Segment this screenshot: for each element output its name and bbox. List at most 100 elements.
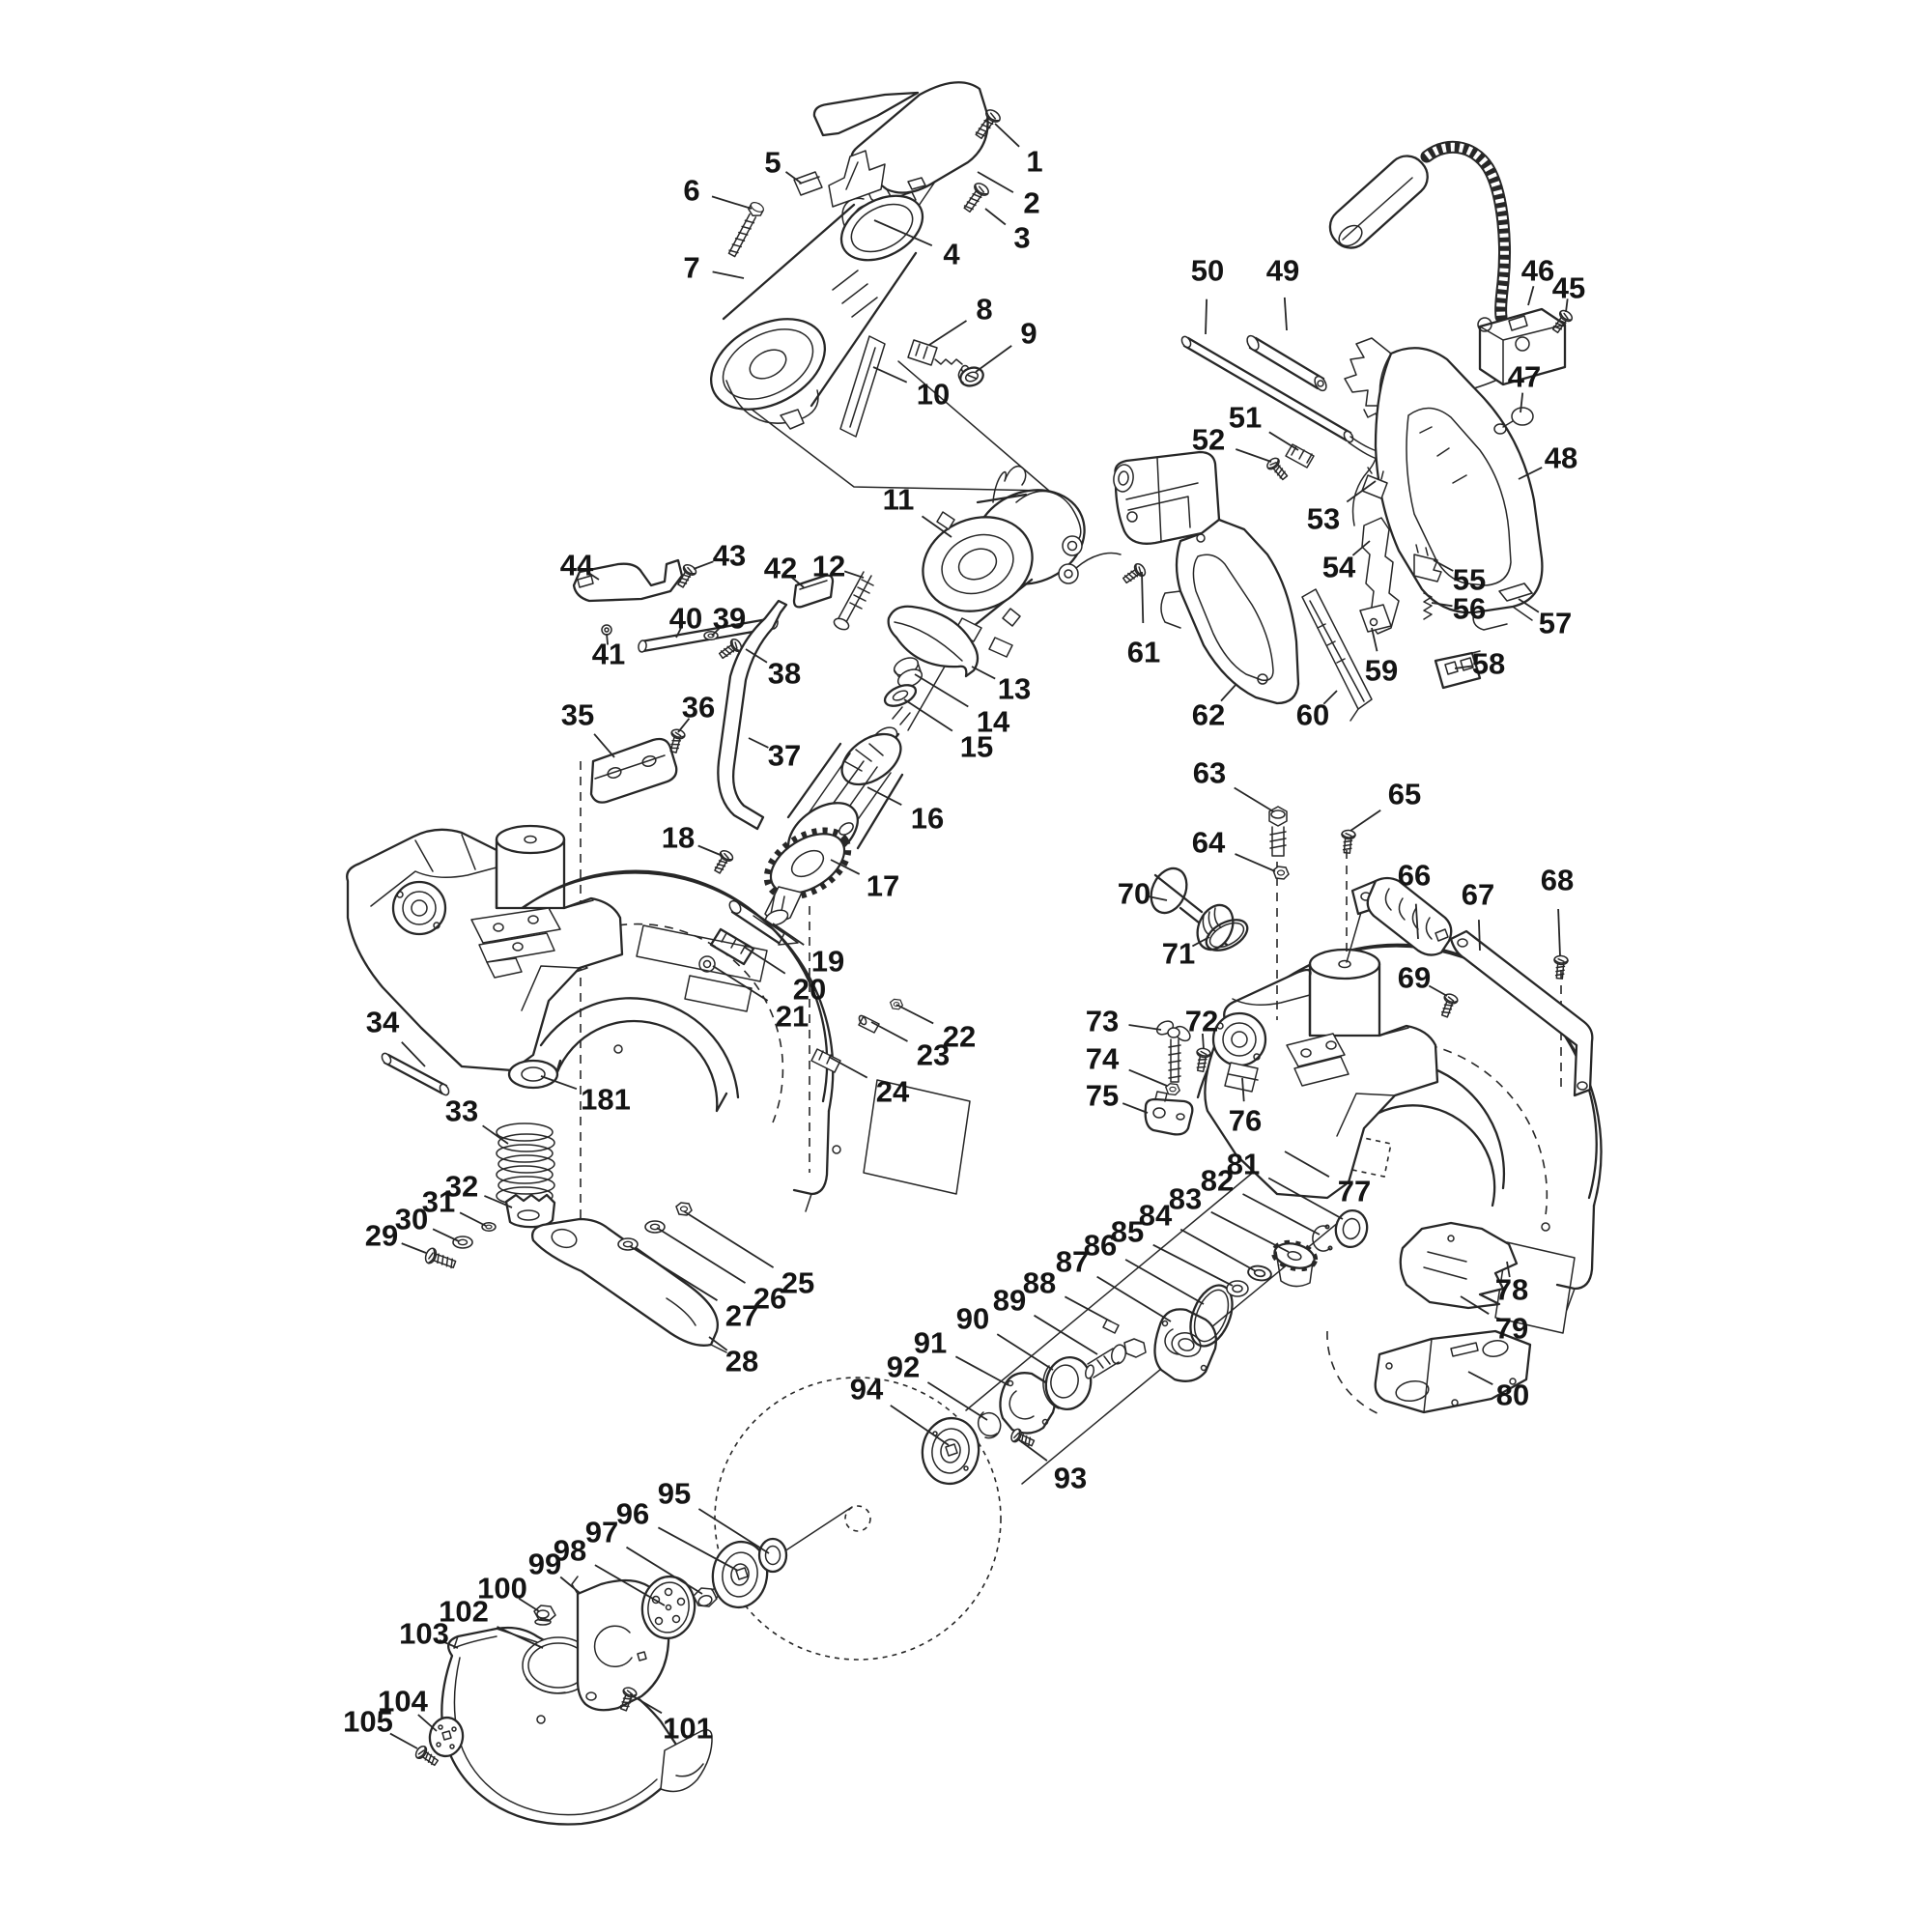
washer-181 [507,1059,559,1090]
part-number-64: 64 [1192,826,1226,860]
part-number-16: 16 [911,802,944,836]
grip-handle-66 [1350,876,1453,956]
part-number-61: 61 [1127,636,1160,669]
leader-line-53 [1346,480,1377,503]
callout-19: 19 [772,923,844,979]
leader-line-82 [1242,1193,1321,1236]
leader-line-22 [895,1004,934,1025]
part-number-53: 53 [1307,502,1340,536]
field-wires [992,466,1082,544]
leader-line-76 [1241,1077,1245,1102]
callout-104: 104 [378,1685,438,1732]
callout-63: 63 [1193,756,1274,812]
callout-44: 44 [560,549,600,582]
callout-91: 91 [914,1326,1009,1386]
callout-5: 5 [764,146,803,185]
bracket-67 [1449,929,1594,1097]
part-number-62: 62 [1192,698,1225,732]
callout-22: 22 [895,1004,976,1054]
callout-101: 101 [629,1693,713,1746]
safety-cover-103 [440,1626,713,1826]
part-number-102: 102 [439,1595,489,1629]
callout-89: 89 [993,1284,1098,1355]
leader-line-90 [996,1333,1054,1371]
leader-line-102 [497,1626,544,1649]
assembly-axes [1276,850,1562,1092]
bolt-63 [1268,806,1288,857]
part-number-66: 66 [1398,859,1431,893]
leader-line-48 [1518,467,1543,480]
leader-line-57 [1518,598,1540,613]
part-number-41: 41 [592,638,625,671]
insulating-sleeve-14 [893,657,923,688]
part-number-88: 88 [1023,1266,1056,1300]
callout-50: 50 [1191,254,1224,335]
lamp-assembly [1328,140,1576,526]
callout-29: 29 [365,1219,427,1254]
leader-line-1 [994,123,1020,148]
callout-23: 23 [870,1021,950,1072]
leader-line-28 [708,1336,728,1351]
callout-1: 1 [994,123,1043,179]
leader-line-86 [1124,1259,1205,1305]
callout-11: 11 [883,483,952,538]
leader-line-89 [1034,1314,1098,1355]
part-number-95: 95 [658,1477,691,1511]
callout-21: 21 [712,965,809,1034]
leader-line-39 [711,625,723,637]
part-number-70: 70 [1118,877,1151,911]
part-number-52: 52 [1192,423,1225,457]
leader-line-27 [629,1245,718,1301]
leader-line-17 [830,859,861,875]
callout-86: 86 [1084,1229,1205,1305]
safety-cover-79 [1399,1221,1519,1310]
callout-55: 55 [1433,559,1486,597]
part-number-50: 50 [1191,254,1224,288]
part-number-105: 105 [343,1705,393,1739]
part-number-48: 48 [1545,441,1577,475]
leader-line-58 [1454,665,1474,669]
part-number-13: 13 [998,672,1031,706]
leader-line-78 [1506,1261,1511,1278]
callout-100: 100 [477,1572,540,1612]
callout-36: 36 [677,691,715,733]
part-number-59: 59 [1365,654,1398,688]
field-stator [922,466,1086,658]
leader-line-65 [1350,810,1381,832]
callout-102: 102 [439,1595,544,1649]
callout-6: 6 [683,174,753,210]
callout-69: 69 [1398,961,1448,997]
callout-40: 40 [669,602,702,639]
callout-41: 41 [592,633,625,671]
spindle-89 [1084,1338,1147,1379]
callout-37: 37 [748,737,801,773]
leader-line-38 [745,648,768,664]
part-number-51: 51 [1229,401,1262,435]
leader-line-91 [954,1355,1009,1386]
leader-line-62 [1220,683,1237,702]
part-number-5: 5 [764,146,781,180]
callout-181: 181 [540,1075,631,1117]
leader-line-50 [1205,298,1208,335]
callout-99: 99 [528,1548,581,1594]
callout-layer: 1234567891011121314151617181920212223242… [343,123,1585,1749]
callout-64: 64 [1192,826,1276,872]
callout-83: 83 [1169,1182,1290,1253]
callout-10: 10 [872,366,950,412]
part-number-78: 78 [1495,1273,1528,1307]
leader-line-75 [1122,1102,1149,1114]
ring-41 [601,624,612,636]
part-number-76: 76 [1229,1104,1262,1138]
callout-95: 95 [658,1477,770,1554]
callout-71: 71 [1162,936,1210,971]
part-number-42: 42 [764,552,797,585]
part-number-55: 55 [1453,563,1486,597]
part-number-20: 20 [793,973,826,1007]
leader-line-60 [1322,690,1338,705]
callout-80: 80 [1467,1371,1529,1412]
leader-line-71 [1191,936,1210,948]
part-number-33: 33 [445,1094,478,1128]
leader-line-51 [1268,431,1299,451]
leader-line-103 [439,1638,459,1649]
lock-lever-54 [1361,517,1400,635]
